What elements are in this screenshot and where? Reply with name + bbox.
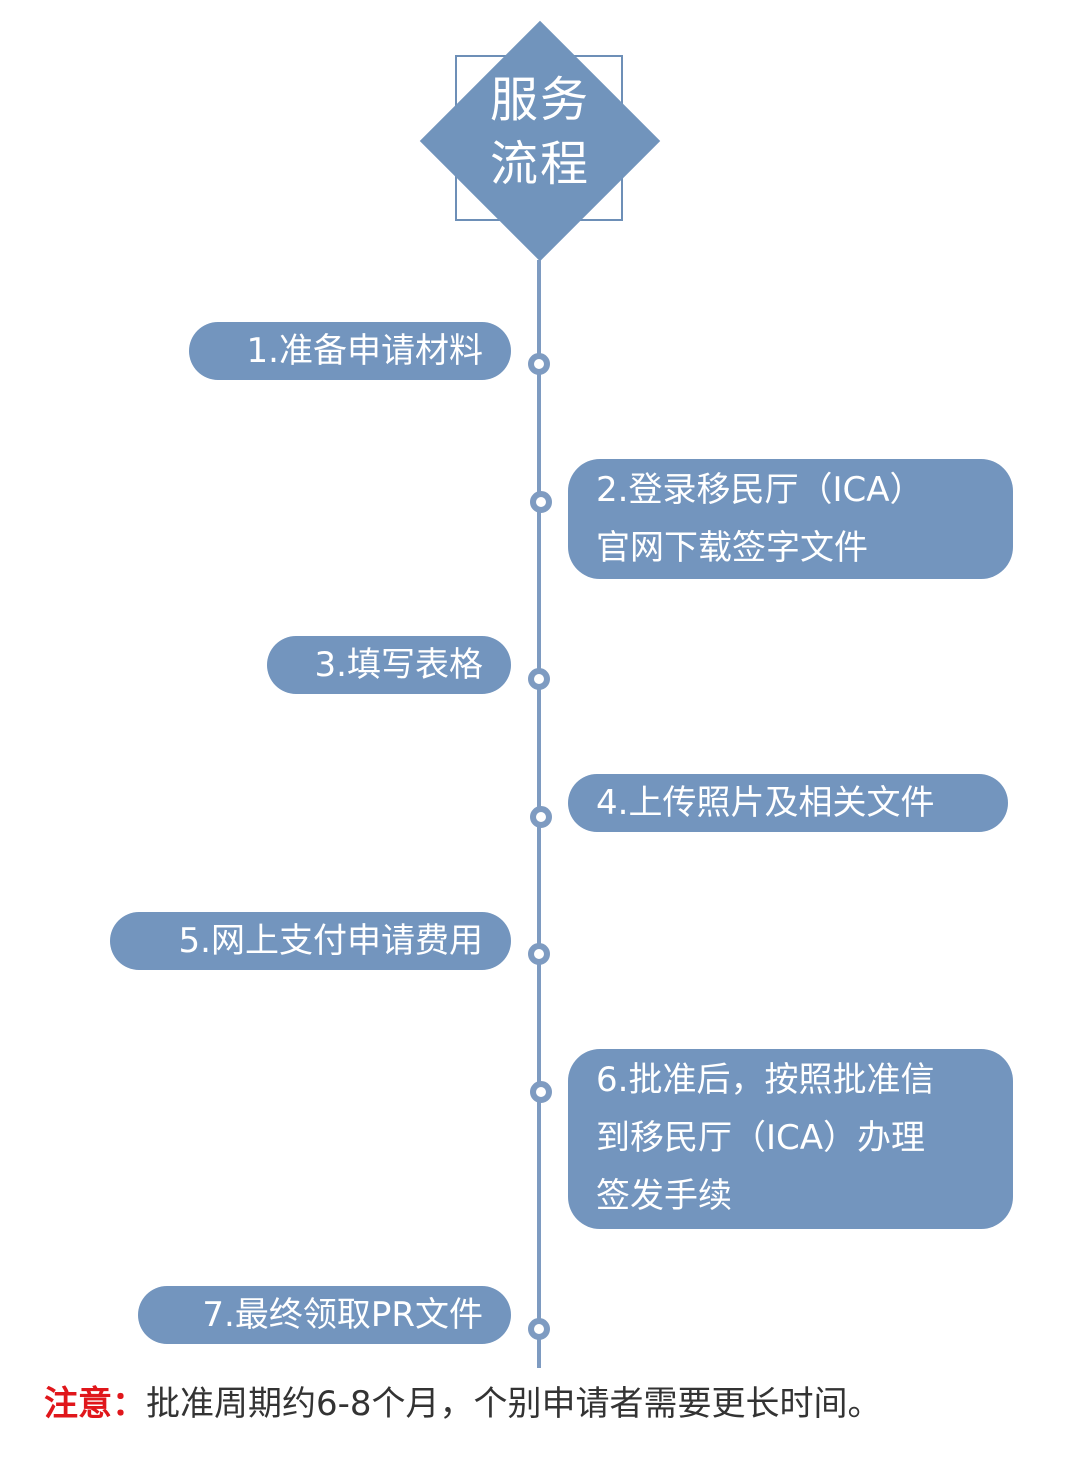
step-1-line-1: 1.准备申请材料 <box>246 331 483 371</box>
note-text: 批准周期约6-8个月，个别申请者需要更长时间。 <box>146 1384 882 1424</box>
step-2-line-1: 2.登录移民厅（ICA） <box>596 470 924 510</box>
step-4-line-1: 4.上传照片及相关文件 <box>596 783 935 823</box>
step-3-line-1: 3.填写表格 <box>314 645 483 685</box>
timeline-node-1 <box>528 353 550 375</box>
step-5: 5.网上支付申请费用 <box>110 912 511 970</box>
step-6-line-1: 6.批准后，按照批准信 <box>596 1060 935 1100</box>
step-1: 1.准备申请材料 <box>189 322 511 380</box>
step-2: 2.登录移民厅（ICA） 官网下载签字文件 <box>568 459 1013 579</box>
step-3: 3.填写表格 <box>267 636 511 694</box>
timeline-node-6 <box>530 1081 552 1103</box>
timeline-node-7 <box>528 1318 550 1340</box>
step-5-line-1: 5.网上支付申请费用 <box>178 921 483 961</box>
timeline-node-3 <box>528 668 550 690</box>
step-7: 7.最终领取PR文件 <box>138 1286 511 1344</box>
step-6-line-2: 到移民厅（ICA）办理 <box>596 1118 926 1158</box>
note-label: 注意： <box>44 1384 146 1424</box>
step-6: 6.批准后，按照批准信 到移民厅（ICA）办理 签发手续 <box>568 1049 1013 1229</box>
step-4: 4.上传照片及相关文件 <box>568 774 1008 832</box>
timeline-node-2 <box>530 491 552 513</box>
diagram-title: 服务 流程 <box>440 68 640 218</box>
title-line-1: 服务 <box>489 72 590 128</box>
step-7-line-1: 7.最终领取PR文件 <box>202 1295 483 1335</box>
timeline-node-5 <box>528 943 550 965</box>
step-6-line-3: 签发手续 <box>596 1176 732 1216</box>
title-line-2: 流程 <box>489 136 590 192</box>
timeline-node-4 <box>530 806 552 828</box>
note: 注意：批准周期约6-8个月，个别申请者需要更长时间。 <box>44 1380 1044 1428</box>
step-2-line-2: 官网下载签字文件 <box>596 528 868 568</box>
